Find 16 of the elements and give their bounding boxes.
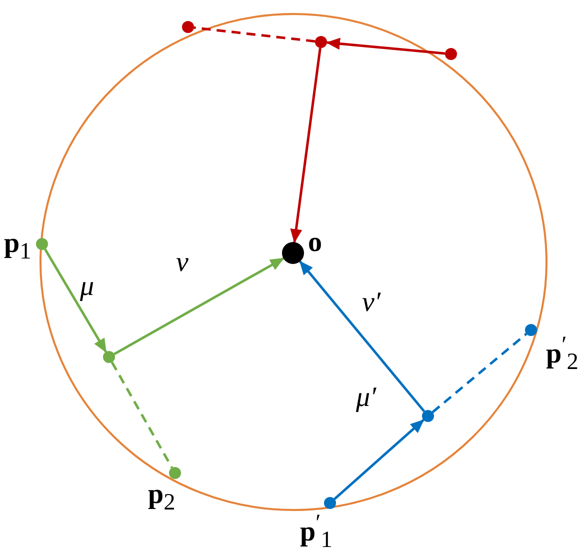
arrow	[334, 419, 424, 500]
point-label: p$_{1}$	[4, 229, 32, 267]
vector-label: μ	[80, 272, 94, 302]
point-label: p$_{2}$	[148, 480, 176, 518]
arrow	[114, 257, 284, 356]
arrow	[299, 260, 426, 412]
dashed-line	[110, 362, 174, 468]
dashed-line	[432, 332, 528, 414]
arrow	[44, 248, 108, 353]
vector-label: ν′	[362, 288, 381, 318]
dashed-line	[194, 26, 316, 43]
arrow	[290, 48, 322, 244]
arrow	[326, 38, 446, 55]
point-label: o	[308, 228, 322, 258]
vector-label: ν	[176, 248, 188, 278]
vector-label: μ′	[356, 383, 376, 413]
